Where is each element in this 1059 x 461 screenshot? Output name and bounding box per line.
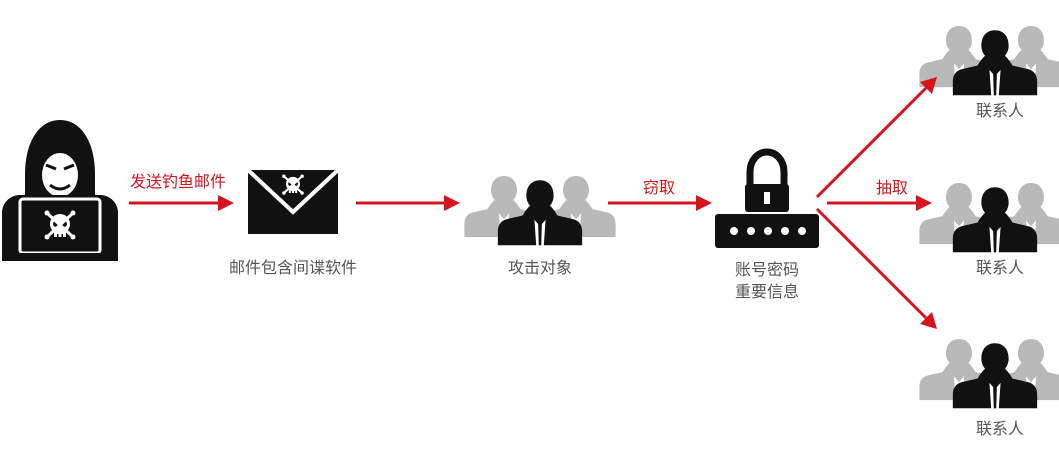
contact-people-icon-1 xyxy=(919,26,1059,99)
email-label: 邮件包含间谍软件 xyxy=(228,258,358,277)
contact-people-icon-3 xyxy=(919,339,1059,412)
hacker-laptop-skull-icon xyxy=(2,120,118,261)
contact-label-2: 联系人 xyxy=(975,258,1025,277)
arrow-extract-down xyxy=(815,207,937,329)
target-label: 攻击对象 xyxy=(507,258,573,277)
edge-label-phishing: 发送钓鱼邮件 xyxy=(129,172,227,191)
password-label-line1: 账号密码 xyxy=(734,260,800,279)
arrow-phishing xyxy=(129,195,234,211)
arrow-email-to-target xyxy=(356,195,460,211)
arrow-extract-mid xyxy=(827,195,932,211)
lock-password-icon xyxy=(715,148,819,248)
arrow-extract-up xyxy=(815,77,937,199)
contact-label-3: 联系人 xyxy=(975,419,1025,438)
target-people-icon xyxy=(464,176,615,249)
edge-label-steal: 窃取 xyxy=(642,178,676,197)
edge-label-extract: 抽取 xyxy=(875,178,909,197)
contact-label-1: 联系人 xyxy=(975,101,1025,120)
envelope-skull-icon xyxy=(246,168,340,234)
password-label-line2: 重要信息 xyxy=(734,282,800,301)
arrow-steal xyxy=(608,195,712,211)
contact-people-icon-2 xyxy=(919,183,1059,256)
